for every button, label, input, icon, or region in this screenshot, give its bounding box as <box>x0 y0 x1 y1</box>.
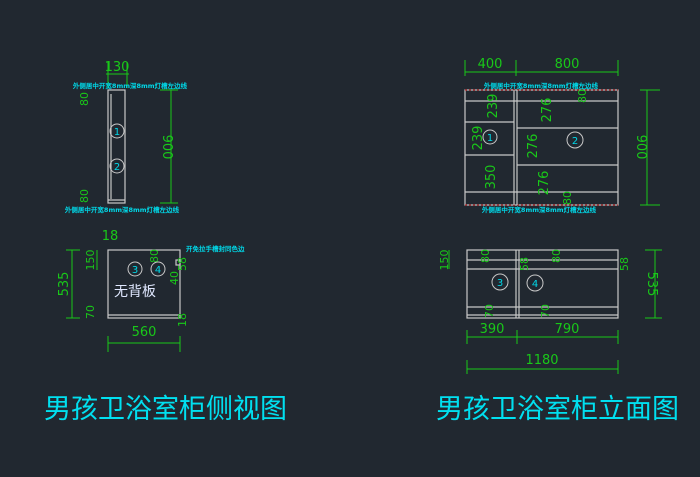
dim-18-top: 18 <box>102 229 119 244</box>
side-view-title: 男孩卫浴室柜侧视图 <box>44 394 287 425</box>
dim-40-handle: 40 <box>168 271 181 285</box>
marker-1: 1 <box>114 127 120 138</box>
dim-80-handle: 80 <box>148 249 161 263</box>
dim-80-rail-a: 80 <box>479 249 492 263</box>
marker-2: 2 <box>114 162 120 173</box>
marker-circle <box>150 261 166 277</box>
dim-276-a: 276 <box>540 98 555 123</box>
dim-150-front: 150 <box>438 250 451 271</box>
dim-80-top-front: 80 <box>576 89 589 103</box>
dim-239-b: 239 <box>471 126 486 151</box>
dim-900-front: 900 <box>633 135 648 160</box>
marker-circle <box>109 158 125 174</box>
dim-80-top: 80 <box>78 92 91 106</box>
dim-130: 130 <box>105 60 130 75</box>
dim-70: 70 <box>84 305 97 319</box>
dim-18-bottom: 18 <box>176 313 189 327</box>
marker-circle <box>526 274 544 292</box>
dim-535-front: 535 <box>644 272 659 297</box>
dim-80-bottom: 80 <box>78 189 91 203</box>
note-bottom-groove: 外侧居中开宽8mm深8mm灯槽左边线 <box>65 205 180 214</box>
marker-circle <box>127 261 143 277</box>
dim-800: 800 <box>555 57 580 72</box>
dim-80-bottom-front: 80 <box>561 191 574 205</box>
marker-circle <box>491 273 509 291</box>
note-bottom-groove-front: 外侧居中开宽8mm深8mm灯槽左边线 <box>482 205 597 214</box>
marker-3: 3 <box>132 265 138 276</box>
dim-58-rail-a: 58 <box>518 257 531 271</box>
marker-4-front: 4 <box>532 279 538 290</box>
front-view-title: 男孩卫浴室柜立面图 <box>436 394 679 425</box>
dim-70-rail-a: 70 <box>483 304 496 318</box>
dim-900: 900 <box>159 135 174 160</box>
dim-80-rail-b: 80 <box>550 249 563 263</box>
dim-560: 560 <box>132 325 157 340</box>
marker-1-front: 1 <box>487 133 493 144</box>
marker-circle <box>566 131 584 149</box>
base-front-outline <box>466 249 619 319</box>
marker-circle <box>109 123 125 139</box>
dim-790: 790 <box>555 322 580 337</box>
side-view-lower: 18 535 150 70 80 58 40 18 开免拉手槽封同色边 3 4 … <box>57 229 245 352</box>
note-no-back: 无背板 <box>114 284 156 300</box>
side-view-upper: 130 外侧居中开宽8mm深8mm灯槽左边线 900 80 80 1 2 外侧居… <box>65 60 188 214</box>
dim-350: 350 <box>484 165 499 190</box>
base-side-outline <box>107 249 181 319</box>
marker-4: 4 <box>155 265 161 276</box>
front-view-lower: 150 80 80 58 58 70 70 3 4 535 390 790 11… <box>438 249 662 374</box>
dim-58-rail-b: 58 <box>618 257 631 271</box>
dim-1180: 1180 <box>525 353 558 368</box>
dim-239-a: 239 <box>486 94 501 119</box>
dim-390: 390 <box>480 322 505 337</box>
front-view-upper: 400 800 外侧居中开宽8mm深8mm灯槽左边线 900 239 239 3… <box>464 57 660 214</box>
dim-400: 400 <box>478 57 503 72</box>
dim-70-rail-b: 70 <box>539 304 552 318</box>
marker-3-front: 3 <box>497 278 503 289</box>
marker-2-front: 2 <box>572 136 578 147</box>
side-panel-outline <box>107 89 126 204</box>
dim-535: 535 <box>57 272 72 297</box>
note-top-groove: 外侧居中开宽8mm深8mm灯槽左边线 <box>73 81 188 90</box>
dim-276-c: 276 <box>537 171 552 196</box>
note-handle: 开免拉手槽封同色边 <box>186 244 245 253</box>
marker-circle <box>482 129 498 145</box>
dim-58-handle: 58 <box>176 257 189 271</box>
dim-150: 150 <box>84 250 97 271</box>
dim-276-b: 276 <box>526 134 541 159</box>
note-top-groove-front: 外侧居中开宽8mm深8mm灯槽左边线 <box>484 81 599 90</box>
